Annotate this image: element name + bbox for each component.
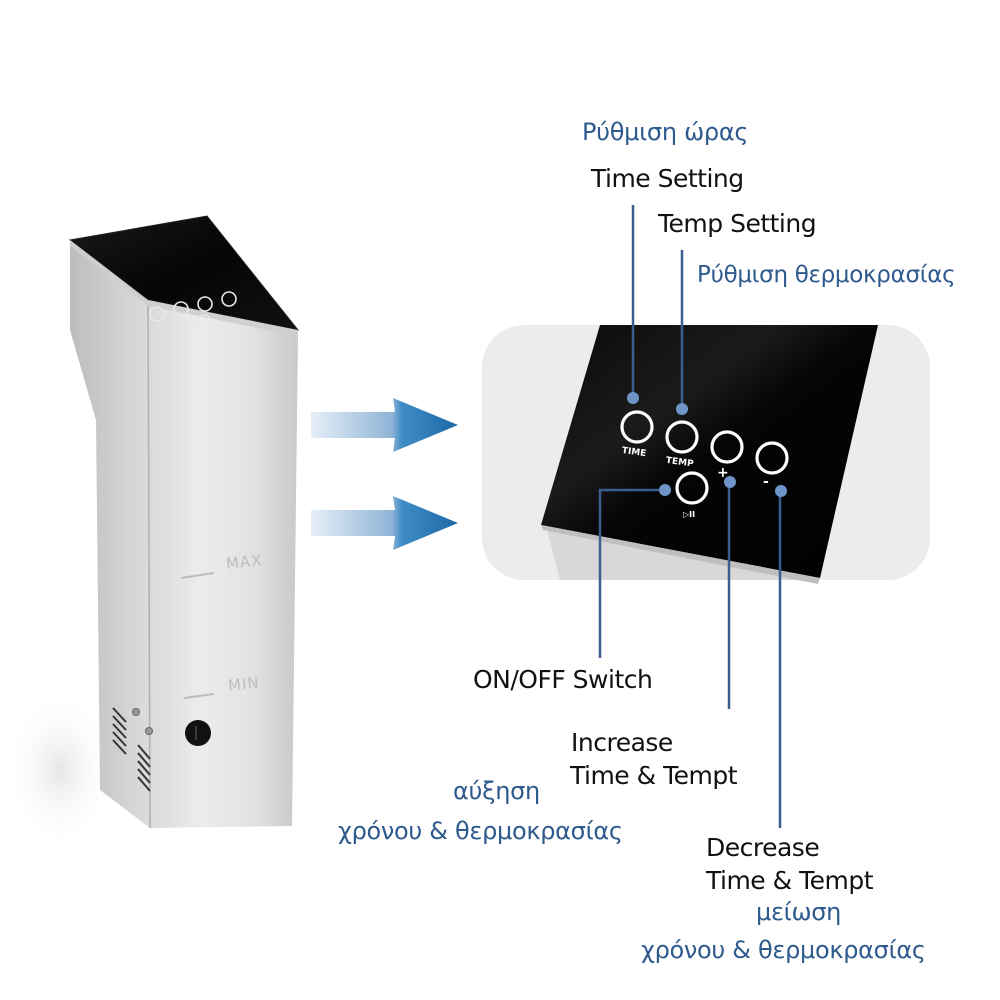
min-mark-label: MIN bbox=[227, 673, 261, 695]
arrow-right-icon bbox=[311, 496, 458, 550]
time-button bbox=[620, 410, 654, 444]
decrease-label-line2: Time & Tempt bbox=[706, 866, 874, 895]
minus-button-label: - bbox=[763, 474, 769, 490]
callout-line-power bbox=[598, 488, 665, 658]
callout-dot-power bbox=[659, 484, 671, 496]
callout-dot-time bbox=[627, 392, 639, 404]
temp-setting-greek: Ρύθμιση θερμοκρασίας bbox=[697, 262, 956, 288]
increase-greek-line1: αύξηση bbox=[453, 777, 540, 805]
zoom-panel-glass bbox=[541, 325, 878, 578]
zoom-button-labels: TIME TEMP + - ▷II bbox=[621, 446, 769, 519]
min-mark-line bbox=[183, 693, 215, 699]
max-mark-line bbox=[180, 572, 215, 579]
power-button bbox=[675, 471, 709, 505]
device-side-face bbox=[70, 240, 150, 828]
top-time-button bbox=[149, 306, 165, 322]
max-mark-label: MAX bbox=[225, 551, 264, 573]
top-power-button bbox=[196, 314, 212, 330]
power-button-label: ▷II bbox=[683, 510, 695, 519]
top-panel-buttons bbox=[149, 291, 237, 330]
callout-dot-plus bbox=[724, 476, 736, 488]
increase-greek-line2: χρόνου & θερμοκρασίας bbox=[338, 817, 623, 845]
increase-label-line1: Increase bbox=[571, 728, 673, 757]
device-front-face bbox=[148, 300, 298, 828]
floor-shadow bbox=[5, 690, 115, 850]
top-temp-button bbox=[173, 301, 189, 317]
decrease-greek-line2: χρόνου & θερμοκρασίας bbox=[641, 936, 926, 964]
callout-lines bbox=[598, 205, 782, 828]
temp-button-label: TEMP bbox=[665, 456, 694, 470]
top-plus-button bbox=[197, 296, 213, 312]
temp-button bbox=[665, 420, 699, 454]
callout-dot-temp bbox=[676, 403, 688, 415]
screw-icon bbox=[145, 727, 153, 735]
time-button-label: TIME bbox=[621, 446, 647, 459]
arrow-right-icon bbox=[311, 398, 458, 452]
callout-dots bbox=[627, 392, 787, 497]
time-setting-greek: Ρύθμιση ώρας bbox=[582, 118, 749, 146]
time-setting-label: Time Setting bbox=[591, 164, 744, 193]
increase-label-line2: Time & Tempt bbox=[570, 761, 738, 790]
vent-slots bbox=[112, 707, 151, 792]
plus-button-label: + bbox=[717, 465, 729, 481]
on-off-switch-label: ON/OFF Switch bbox=[473, 665, 653, 694]
decrease-greek-line1: μείωση bbox=[756, 898, 842, 926]
screw-icon bbox=[132, 708, 140, 716]
temp-setting-label: Temp Setting bbox=[658, 209, 817, 238]
cable-port bbox=[185, 720, 211, 746]
zoom-buttons bbox=[620, 410, 789, 505]
callout-dot-minus bbox=[775, 485, 787, 497]
minus-button bbox=[755, 441, 789, 475]
decrease-label-line1: Decrease bbox=[706, 833, 820, 862]
plus-button bbox=[710, 430, 744, 464]
top-minus-button bbox=[221, 291, 237, 307]
